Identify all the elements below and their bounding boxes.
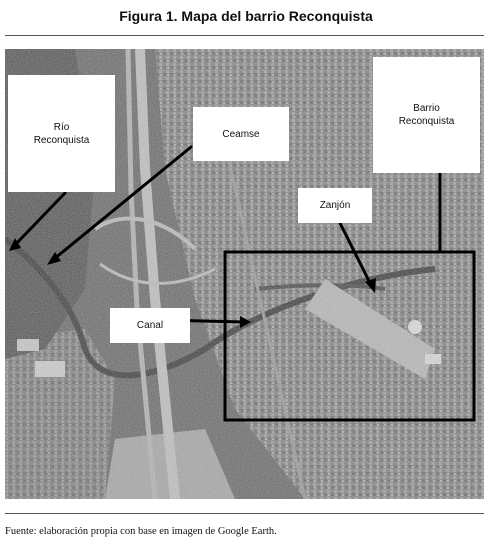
label-rio-reconquista: Río Reconquista: [8, 75, 115, 192]
arrow-zanjon: [338, 221, 373, 287]
arrowhead-ceamse: [47, 252, 61, 265]
label-ceamse-text: Ceamse: [222, 128, 260, 140]
label-canal: Canal: [110, 308, 190, 343]
source-note: Fuente: elaboración propia con base en i…: [5, 526, 277, 537]
source-rule: [5, 513, 484, 514]
label-zanjon-text: Zanjón: [319, 200, 351, 211]
arrowhead-rio: [9, 238, 21, 251]
arrow-ceamse: [52, 145, 193, 261]
satellite-map: Río Reconquista Ceamse Barrio Reconquist…: [5, 49, 484, 499]
label-barrio-text: Barrio Reconquista: [398, 103, 455, 127]
arrowhead-zanjon: [365, 278, 376, 293]
arrowhead-canal: [240, 316, 251, 328]
title-rule: [5, 35, 484, 36]
label-barrio-reconquista: Barrio Reconquista: [373, 57, 480, 173]
label-ceamse: Ceamse: [193, 107, 289, 161]
label-rio-text: Río Reconquista: [33, 121, 90, 146]
barrio-boundary-box: [223, 250, 476, 422]
label-canal-text: Canal: [136, 320, 164, 331]
figure-title: Figura 1. Mapa del barrio Reconquista: [119, 8, 373, 24]
arrow-rio: [12, 191, 67, 248]
label-zanjon: Zanjón: [298, 188, 372, 223]
